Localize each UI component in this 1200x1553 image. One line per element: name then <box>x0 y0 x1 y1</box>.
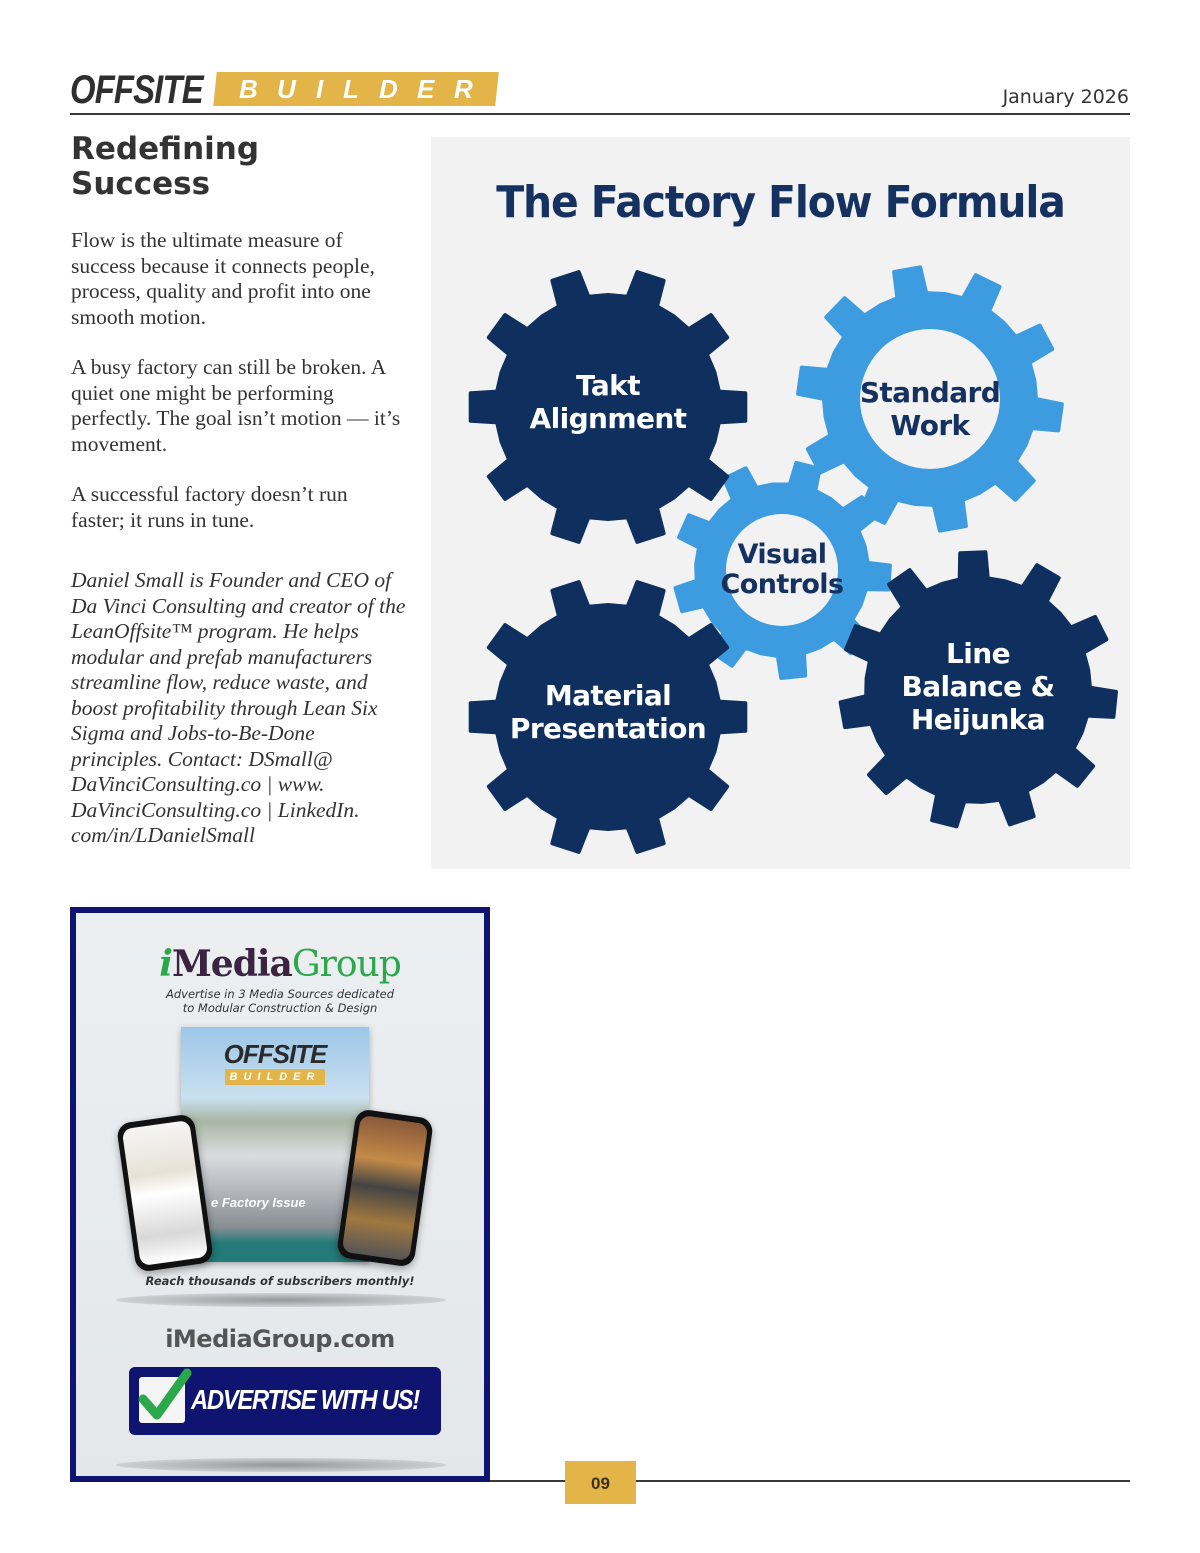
logo-media: Media <box>171 943 293 985</box>
logo-builder-letter: D <box>378 73 398 104</box>
gear-label-line: Standard <box>859 376 1001 409</box>
gear-label-standard-work: Standard Work <box>840 376 1020 442</box>
gear-label-line: Alignment <box>529 402 688 435</box>
gear-label-takt-alignment: Takt Alignment <box>508 369 708 435</box>
imediagroup-logo: iMediaGroup <box>76 943 484 985</box>
article-paragraph: Flow is the ultimate measure of success … <box>71 228 375 329</box>
checkmark-icon <box>138 1368 192 1420</box>
gear-hub-visual-controls <box>726 514 838 626</box>
logo-i: i <box>159 943 173 985</box>
article-title: Redefining Success <box>71 132 391 202</box>
gear-label-line: Work <box>890 409 970 442</box>
gear-hub-standard-work <box>860 329 1000 469</box>
ad-website-link[interactable]: iMediaGroup.com <box>165 1325 395 1353</box>
decorative-shadow <box>116 1458 446 1472</box>
article-paragraph: A successful factory doesn’t run faster;… <box>71 482 348 532</box>
logo-builder-letter: L <box>342 73 359 104</box>
gear-label-line: Visual <box>737 539 827 570</box>
gear-material-presentation <box>468 580 748 854</box>
footer-divider <box>490 1480 1130 1482</box>
gear-label-line: Balance & <box>901 670 1055 703</box>
masthead-logo: OFFSITE B U I L D E R <box>70 68 499 112</box>
issue-date: January 2026 <box>1002 86 1129 108</box>
header-divider <box>70 113 1130 115</box>
gear-label-line: Heijunka <box>910 703 1046 736</box>
article-title-line: Redefining <box>71 131 260 167</box>
factory-flow-infographic: The Factory Flow Formula Takt Alignment … <box>431 137 1130 869</box>
ad-reach-text: Reach thousands of subscribers monthly! <box>145 1274 415 1288</box>
gear-label-line: Line <box>946 637 1011 670</box>
gears-illustration <box>468 265 1118 854</box>
article-title-line: Success <box>71 166 211 202</box>
ad-tagline-line: Advertise in 3 Media Sources dedicated <box>165 987 395 1001</box>
magazine-cover-image: OFFSITE BUILDER e Factory Issue <box>181 1027 369 1262</box>
logo-builder-letter: R <box>454 73 474 104</box>
article-paragraph: A busy factory can still be broken. A qu… <box>71 355 401 456</box>
logo-builder-letter: I <box>315 73 324 104</box>
cover-subtitle: BUILDER <box>225 1069 325 1085</box>
imediagroup-advertisement[interactable]: iMediaGroup Advertise in 3 Media Sources… <box>70 907 490 1482</box>
logo-builder-letter: E <box>417 73 435 104</box>
gear-label-line: Takt <box>576 369 641 402</box>
gear-label-line: Material <box>544 679 672 712</box>
gear-takt-alignment <box>468 270 748 544</box>
advertise-with-us-button[interactable]: ADVERTISE WITH US! <box>129 1367 441 1435</box>
checkbox-icon <box>138 1368 192 1423</box>
infographic-title: The Factory Flow Formula <box>496 177 1066 228</box>
logo-group: Group <box>291 944 402 985</box>
cover-issue-title: e Factory Issue <box>211 1195 306 1210</box>
page-number: 09 <box>565 1461 636 1504</box>
gear-label-line-balance-heijunka: Line Balance & Heijunka <box>878 637 1078 736</box>
ad-tagline-line: to Modular Construction & Design <box>182 1001 378 1015</box>
logo-offsite-word: OFFSITE <box>70 68 204 112</box>
author-bio: Daniel Small is Founder and CEO of Da Vi… <box>71 568 406 847</box>
gear-label-line: Controls <box>720 569 844 600</box>
gear-label-line: Presentation <box>509 712 707 745</box>
logo-builder-band: B U I L D E R <box>213 72 499 106</box>
decorative-shadow <box>116 1293 446 1307</box>
gear-line-balance-heijunka <box>838 550 1118 829</box>
cover-title: OFFSITE <box>223 1039 328 1069</box>
advertise-button-label: ADVERTISE WITH US! <box>191 1384 420 1415</box>
logo-builder-letter: U <box>277 73 297 104</box>
ad-tagline: Advertise in 3 Media Sources dedicated t… <box>76 987 484 1015</box>
gear-label-visual-controls: Visual Controls <box>702 540 862 600</box>
gear-label-material-presentation: Material Presentation <box>503 679 713 745</box>
logo-builder-letter: B <box>238 73 258 104</box>
